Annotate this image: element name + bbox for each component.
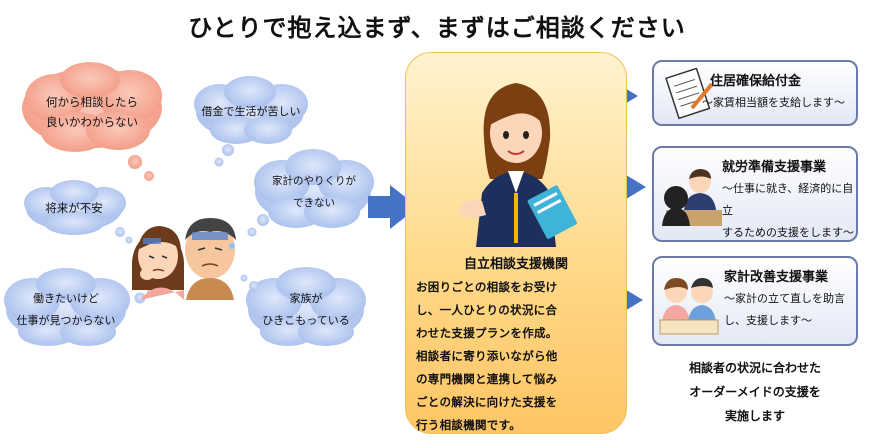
document-pen-icon (665, 68, 714, 120)
worry-bubble-job (4, 268, 155, 346)
counseling-scene-icon (662, 169, 722, 226)
counselor-illustration (458, 83, 577, 247)
service-budget-title: 家計改善支援事業 (724, 270, 829, 285)
worry-family: 家族が ひきこもっている (262, 292, 350, 327)
worry-what-to-consult: 何から相談したら 良いかわからない (46, 95, 138, 129)
worry-future: 将来が不安 (45, 201, 103, 215)
arrow-worries-to-center (368, 185, 418, 229)
footer-note: 相談者の状況に合わせた オーダーメイドの支援を 実施します (688, 361, 821, 423)
worry-debt: 借金で生活が苦しい (201, 105, 301, 118)
page-title: ひとりで抱え込まず、まずはご相談ください (188, 14, 686, 42)
center-title: 自立相談支援機関 (463, 257, 568, 272)
service-budget-card: 家計改善支援事業 ～家計の立て直しを助言 し、支援します～ (652, 256, 858, 346)
service-housing-card: 住居確保給付金 ～家賃相当額を支給します～ (652, 60, 858, 126)
service-employment-desc: ～仕事に就き、経済的に自立 するための支援をします～ (722, 182, 854, 239)
worry-bubble-future (24, 180, 133, 244)
worry-bubble-pink (22, 62, 162, 181)
service-budget-desc: ～家計の立て直しを助言 し、支援します～ (724, 292, 845, 327)
budget-advice-icon (659, 278, 719, 335)
worry-bubble-debt (194, 76, 308, 167)
worry-bubble-family (240, 267, 366, 346)
consultation-center-card: 自立相談支援機関 お困りごとの相談をお受け し、一人ひとりの状況に合 わせた支援… (405, 52, 627, 434)
service-employment-card: 就労準備支援事業 ～仕事に就き、経済的に自立 するための支援をします～ (652, 146, 858, 242)
worry-budget: 家計のやりくりが できない (272, 175, 356, 209)
worry-job: 働きたいけど 仕事が見つからない (16, 292, 116, 327)
service-housing-desc: ～家賃相当額を支給します～ (702, 96, 845, 109)
worry-bubble-budget (247, 149, 374, 237)
center-description: お困りごとの相談をお受け し、一人ひとりの状況に合 わせた支援プランを作成。 相… (416, 280, 558, 432)
service-employment-title: 就労準備支援事業 (722, 160, 827, 175)
service-housing-title: 住居確保給付金 (710, 74, 802, 89)
worried-couple (132, 218, 236, 300)
